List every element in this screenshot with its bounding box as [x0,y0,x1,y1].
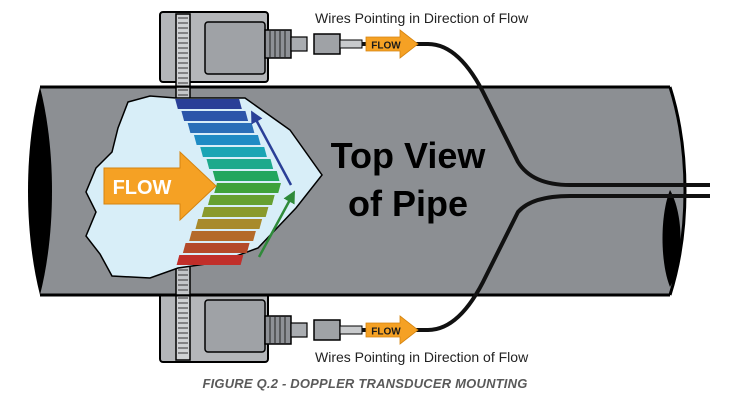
beam-band [176,255,244,265]
title-line-2: of Pipe [348,183,468,224]
beam-band [193,135,261,145]
doppler-beam-bands [175,99,281,265]
top-connector-threads [269,30,286,58]
pipe-left-end [28,87,52,295]
top-plug-nut [290,36,308,52]
beam-band [175,99,242,109]
beam-band [187,123,255,133]
flow-tag-top: FLOW [365,29,419,59]
top-cable [362,42,710,187]
beam-band [212,171,280,181]
top-cable-boot [339,39,363,49]
top-cable-plug [313,33,341,55]
beam-band [206,159,274,169]
bottom-cable [362,194,710,332]
bottom-cable-plug [313,319,341,341]
flow-tag-bottom: FLOW [365,315,419,345]
bottom-plug-nut [290,322,308,338]
beam-band [214,183,281,193]
pipe-right-end-shadow [662,190,681,287]
top-connector [264,29,292,59]
flow-main-label: FLOW [113,177,172,199]
flow-bottom-tag-label: FLOW [371,327,401,338]
beam-band [182,243,250,253]
beam-band [195,219,263,229]
top-transducer-body [204,21,266,75]
beam-band [181,111,249,121]
beam-up-arrow [251,110,293,186]
beam-band [207,195,275,205]
bottom-connector-threads [269,316,286,344]
beam-band [200,147,267,157]
beam-down-arrow [257,190,295,258]
figure-caption: FIGURE Q.2 - DOPPLER TRANSDUCER MOUNTING [202,376,528,391]
beam-band [201,207,269,217]
bottom-connector [264,315,292,345]
bottom-cable-boot [339,325,363,335]
title-line-1: Top View [331,135,487,176]
wires-label-top: Wires Pointing in Direction of Flow [315,10,529,26]
flow-top-tag-label: FLOW [371,41,401,52]
beam-band [189,231,256,241]
flow-arrow-main: FLOW [103,150,217,222]
bottom-transducer-body [204,299,266,353]
wires-label-bottom: Wires Pointing in Direction of Flow [315,349,529,365]
